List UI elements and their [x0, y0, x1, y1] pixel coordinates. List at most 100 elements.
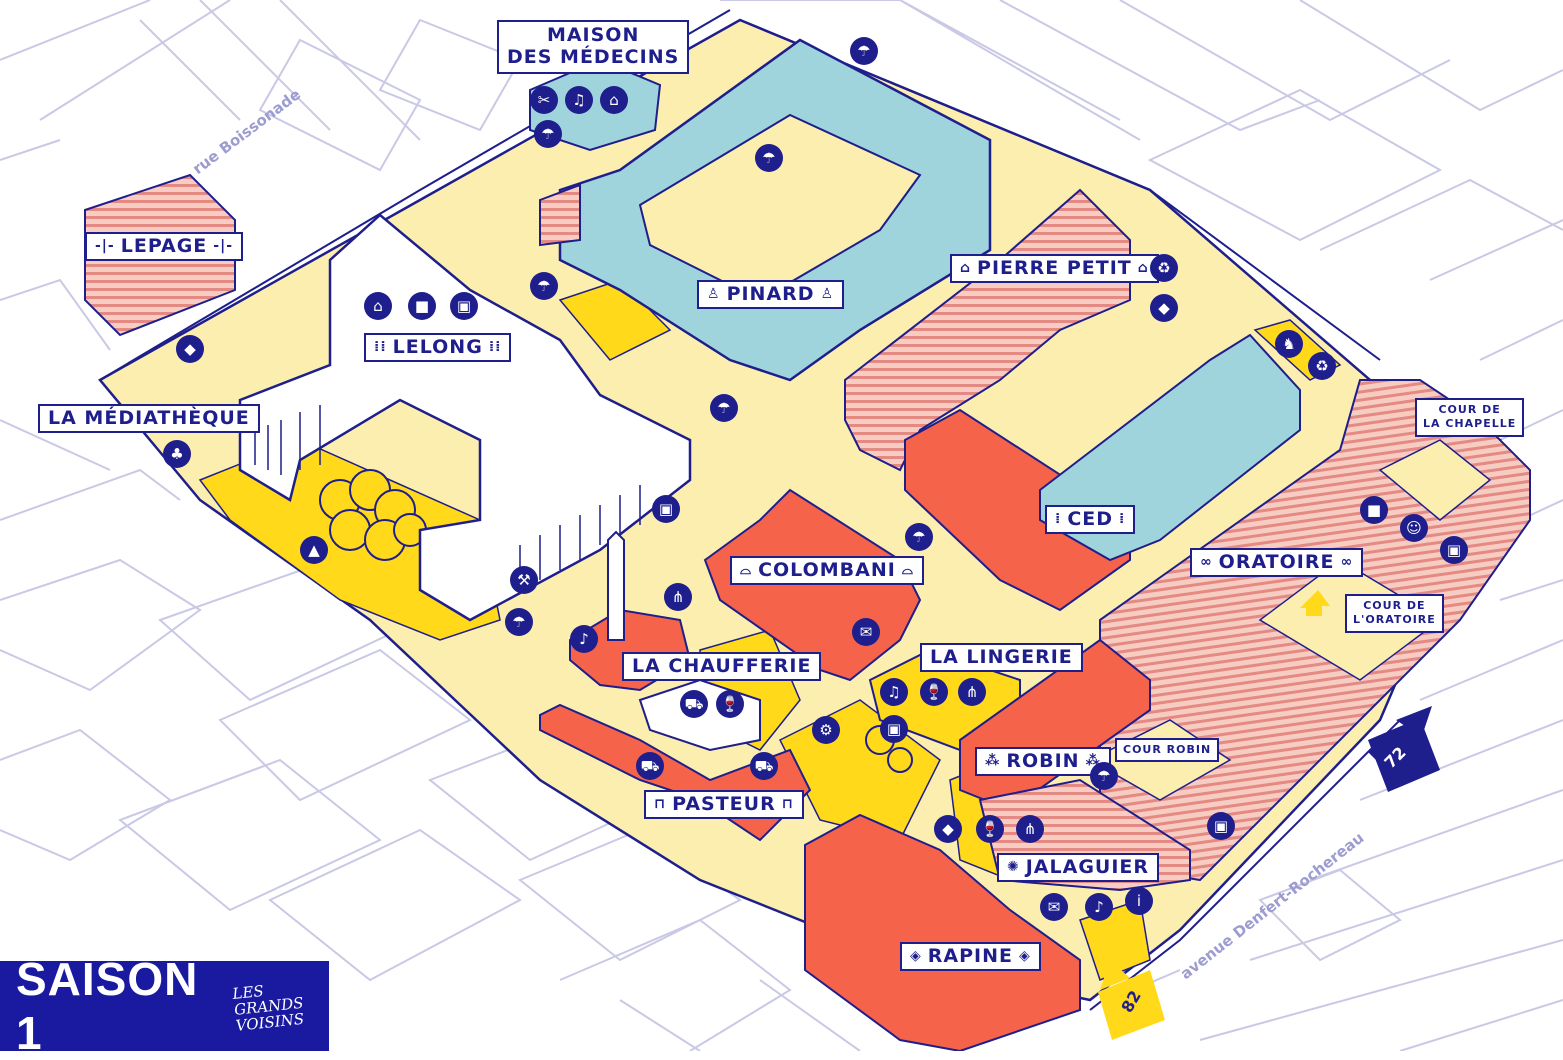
puppet-icon[interactable]: ☺ — [1400, 514, 1428, 542]
season-banner: SAISON 1 LES GRANDS VOISINS — [0, 953, 331, 1059]
chimney — [607, 530, 625, 641]
label-cour-robin[interactable]: COUR ROBIN — [1115, 738, 1220, 763]
recycle-icon[interactable]: ♻ — [1150, 254, 1178, 282]
map-icon[interactable]: ✉ — [1040, 893, 1068, 921]
label-la-lingerie[interactable]: LA LINGERIE — [920, 643, 1083, 672]
camera-icon[interactable]: ■ — [408, 292, 436, 320]
label-robin-text: ROBIN — [1006, 750, 1080, 772]
label-cour-chapelle-line2: LA CHAPELLE — [1423, 417, 1517, 431]
wagon-icon[interactable]: ⚙ — [812, 716, 840, 744]
label-jalaguier-text: JALAGUIER — [1025, 856, 1150, 878]
label-lelong-text: LELONG — [392, 336, 483, 358]
frame-icon[interactable]: ▣ — [652, 495, 680, 523]
lelong-windows — [254, 405, 641, 585]
label-lingerie-text: LA LINGERIE — [930, 646, 1073, 668]
cart-icon[interactable]: ⛟ — [750, 752, 778, 780]
gate-icon: ⊓ — [781, 795, 794, 812]
arch-icon: ⌓ — [901, 561, 914, 578]
cart-icon[interactable]: ⛟ — [680, 690, 708, 718]
label-maison-line2: DES MÉDECINS — [507, 45, 680, 68]
label-pinard[interactable]: ♙ PINARD ♙ — [697, 280, 845, 309]
watering-can-icon[interactable]: ☂ — [755, 144, 783, 172]
watering-can-icon[interactable]: ☂ — [1090, 762, 1118, 790]
label-jalaguier[interactable]: ✺ JALAGUIER — [997, 853, 1160, 882]
wine-icon[interactable]: 🍷 — [716, 690, 744, 718]
label-maison-des-medecins[interactable]: MAISON DES MÉDECINS — [497, 20, 690, 74]
label-cour-oratoire-line2: L'ORATOIRE — [1353, 613, 1436, 627]
hat-icon[interactable]: ◆ — [176, 335, 204, 363]
label-ced[interactable]: ⁞ CED ⁞ — [1045, 505, 1136, 534]
cart-icon[interactable]: ⛟ — [636, 752, 664, 780]
building-ced-red — [904, 408, 1131, 612]
music-icon[interactable]: ♫ — [880, 678, 908, 706]
rosette-icon: ✺ — [1007, 858, 1020, 875]
ornament-icon: -|- — [95, 237, 115, 254]
label-colombani-text: COLOMBANI — [758, 559, 896, 581]
watering-can-icon[interactable]: ☂ — [850, 37, 878, 65]
label-mediatheque-text: LA MÉDIATHÈQUE — [48, 407, 250, 429]
label-pinard-text: PINARD — [726, 283, 815, 305]
gate-icon: ⊓ — [654, 795, 667, 812]
frame-icon[interactable]: ▣ — [1440, 536, 1468, 564]
pattern-icon: ⁞⁞ — [374, 338, 387, 355]
hat-icon[interactable]: ◆ — [934, 815, 962, 843]
camera-icon[interactable]: ■ — [1360, 496, 1388, 524]
scissors-icon[interactable]: ✂ — [530, 86, 558, 114]
label-pierre-petit[interactable]: ⌂ PIERRE PETIT ⌂ — [950, 254, 1159, 283]
label-cour-chapelle-line1: COUR DE — [1438, 403, 1501, 416]
gable-icon: ⌂ — [1137, 259, 1149, 276]
bus-arrow-82 — [1100, 960, 1130, 990]
watering-can-icon[interactable]: ☂ — [534, 120, 562, 148]
info-icon[interactable]: i — [1125, 887, 1153, 915]
cutlery-icon[interactable]: ⋔ — [958, 678, 986, 706]
hat-icon[interactable]: ◆ — [1150, 294, 1178, 322]
wine-icon[interactable]: 🍷 — [920, 678, 948, 706]
hammer-icon[interactable]: ⚒ — [510, 566, 538, 594]
watering-can-icon[interactable]: ☂ — [530, 272, 558, 300]
wine-icon[interactable]: 🍷 — [976, 815, 1004, 843]
label-oratoire-text: ORATOIRE — [1218, 551, 1335, 573]
frame-icon[interactable]: ▣ — [1207, 812, 1235, 840]
pattern-icon: ⁞ — [1055, 510, 1062, 527]
label-lepage[interactable]: -|- LEPAGE -|- — [85, 232, 244, 261]
cutlery-icon[interactable]: ⋔ — [1016, 815, 1044, 843]
frame-icon[interactable]: ▣ — [450, 292, 478, 320]
watering-can-icon[interactable]: ☂ — [905, 523, 933, 551]
label-cour-de-l-oratoire[interactable]: COUR DE L'ORATOIRE — [1345, 594, 1444, 633]
label-lelong[interactable]: ⁞⁞ LELONG ⁞⁞ — [364, 333, 512, 362]
label-la-chaufferie[interactable]: LA CHAUFFERIE — [622, 652, 822, 681]
scroll-ornament-icon: ∞ — [1200, 553, 1213, 570]
label-chaufferie-text: LA CHAUFFERIE — [632, 655, 812, 677]
label-colombani[interactable]: ⌓ COLOMBANI ⌓ — [730, 556, 924, 585]
watering-can-icon[interactable]: ☂ — [710, 394, 738, 422]
guitar-icon[interactable]: ♪ — [1085, 893, 1113, 921]
music-icon[interactable]: ♫ — [565, 86, 593, 114]
world-icon[interactable]: ♣ — [163, 440, 191, 468]
pattern-icon: ⁞⁞ — [488, 338, 502, 355]
tent-icon[interactable]: ▲ — [300, 536, 328, 564]
theater-icon[interactable]: ⌂ — [364, 292, 392, 320]
label-oratoire[interactable]: ∞ ORATOIRE ∞ — [1190, 548, 1364, 577]
pattern-icon: ⁂ — [985, 752, 1001, 769]
pattern-icon: ⁞ — [1119, 510, 1126, 527]
label-cour-de-la-chapelle[interactable]: COUR DE LA CHAPELLE — [1415, 398, 1525, 437]
cutlery-icon[interactable]: ⋔ — [664, 583, 692, 611]
label-maison-line1: MAISON — [546, 24, 640, 46]
label-lepage-text: LEPAGE — [120, 235, 208, 257]
entrance-arrow — [1300, 590, 1330, 616]
label-pasteur[interactable]: ⊓ PASTEUR ⊓ — [644, 790, 804, 819]
theater-icon[interactable]: ⌂ — [600, 86, 628, 114]
label-la-mediatheque[interactable]: LA MÉDIATHÈQUE — [38, 404, 260, 433]
label-rapine[interactable]: ◈ RAPINE ◈ — [900, 942, 1041, 971]
rocking-horse-icon[interactable]: ♞ — [1275, 330, 1303, 358]
scroll-ornament-icon: ∞ — [1340, 553, 1354, 570]
watering-can-icon[interactable]: ☂ — [505, 608, 533, 636]
label-ced-text: CED — [1067, 508, 1114, 530]
recycle-icon[interactable]: ♻ — [1308, 352, 1336, 380]
frame-icon[interactable]: ▣ — [880, 715, 908, 743]
diamond-ornament-icon: ◈ — [1019, 947, 1031, 964]
pinard-courtyard — [638, 113, 922, 302]
map-icon[interactable]: ✉ — [852, 618, 880, 646]
guitar-icon[interactable]: ♪ — [570, 625, 598, 653]
brand-logo: LES GRANDS VOISINS — [232, 978, 331, 1034]
